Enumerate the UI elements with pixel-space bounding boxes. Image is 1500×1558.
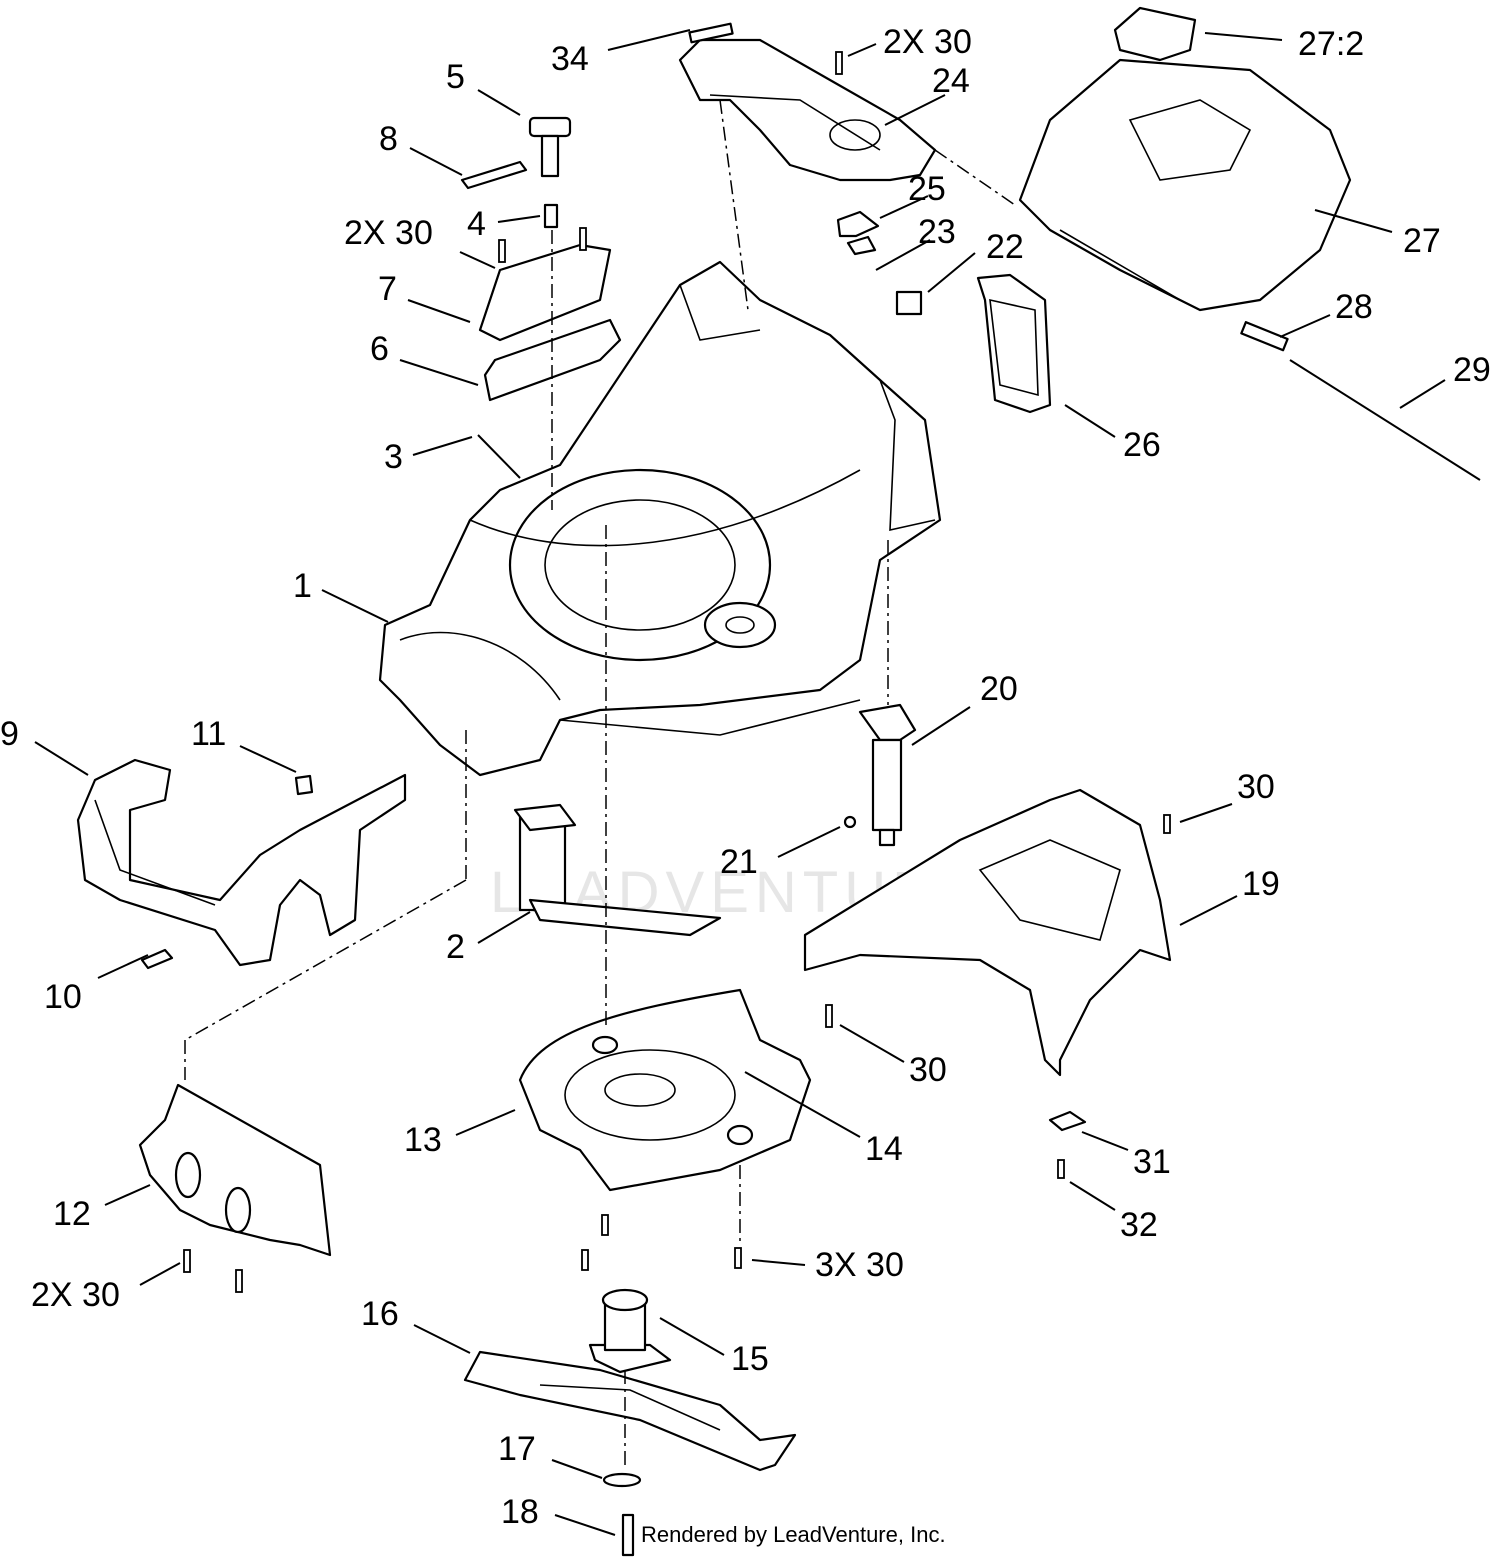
callout-5: 5 xyxy=(446,58,465,96)
callout-16: 16 xyxy=(361,1295,399,1333)
part-10-clip xyxy=(140,948,174,970)
callout-32: 32 xyxy=(1120,1206,1158,1244)
part-9-rear-flap xyxy=(76,758,407,967)
callout-18: 18 xyxy=(501,1493,539,1531)
part-11-clip xyxy=(294,774,314,796)
callout-17: 17 xyxy=(498,1430,536,1468)
part-3-rod xyxy=(477,434,521,479)
part-7-cover xyxy=(478,243,622,402)
callout-27-2: 27:2 xyxy=(1298,25,1364,63)
part-19-rear-deflector xyxy=(803,788,1172,1077)
callout-30-lower: 30 xyxy=(909,1051,947,1089)
part-23-pad xyxy=(846,235,877,256)
callout-25: 25 xyxy=(908,170,946,208)
callout-24: 24 xyxy=(932,62,970,100)
callout-28: 28 xyxy=(1335,288,1373,326)
callout-7: 7 xyxy=(378,270,397,308)
callout-26: 26 xyxy=(1123,426,1161,464)
callout-2: 2 xyxy=(446,928,465,966)
callout-2x30-top: 2X 30 xyxy=(883,23,972,61)
callout-12: 12 xyxy=(53,1195,91,1233)
part-22-plate xyxy=(895,290,923,316)
callout-11: 11 xyxy=(191,715,226,753)
callout-8: 8 xyxy=(379,120,398,158)
part-8-label xyxy=(460,160,528,190)
part-15-blade-adapter xyxy=(588,1288,672,1374)
part-27-bag-cover xyxy=(1018,6,1352,312)
callout-14: 14 xyxy=(865,1130,903,1168)
callout-15: 15 xyxy=(731,1340,769,1378)
part-17-washer xyxy=(602,1472,642,1488)
part-21-ring xyxy=(843,815,857,829)
callout-23: 23 xyxy=(918,213,956,251)
callout-29: 29 xyxy=(1453,351,1491,389)
callout-19: 19 xyxy=(1242,865,1280,903)
part-18-bolt xyxy=(621,1513,635,1557)
callout-27: 27 xyxy=(1403,222,1441,260)
part-29-rod xyxy=(1289,359,1481,481)
callout-1: 1 xyxy=(293,567,312,605)
callout-9: 9 xyxy=(0,715,19,753)
callout-4: 4 xyxy=(467,205,486,243)
part-31-plate xyxy=(1048,1110,1087,1132)
callout-2x30-left: 2X 30 xyxy=(344,214,433,252)
callout-labels: 34 2X 30 27:2 5 24 8 25 4 2X 30 23 22 27… xyxy=(0,23,1491,1531)
part-28-spring xyxy=(1240,321,1289,352)
callout-6: 6 xyxy=(370,330,389,368)
part-5-knob-assembly xyxy=(528,116,572,229)
leader-lines xyxy=(34,29,1446,1536)
callout-13: 13 xyxy=(404,1121,442,1159)
callout-21: 21 xyxy=(720,843,758,881)
part-24-rear-cover xyxy=(678,22,937,182)
part-2-mulch-plug xyxy=(513,803,722,937)
part-16-blade xyxy=(463,1350,797,1472)
assembly-centerlines xyxy=(184,99,1016,1470)
part-1-deck-housing xyxy=(378,260,942,777)
callout-10: 10 xyxy=(44,978,82,1016)
callout-20: 20 xyxy=(980,670,1018,708)
callout-31: 31 xyxy=(1133,1143,1171,1181)
part-25-clip xyxy=(836,210,880,238)
screw-hardware xyxy=(183,51,1171,1293)
callout-3x30: 3X 30 xyxy=(815,1246,904,1284)
part-12-discharge-plug xyxy=(138,1083,332,1257)
part-26-frame xyxy=(976,273,1052,414)
callout-2x30-bottom: 2X 30 xyxy=(31,1276,120,1314)
callout-34: 34 xyxy=(551,40,589,78)
callout-3: 3 xyxy=(384,438,403,476)
part-13-baffle xyxy=(518,988,812,1192)
callout-30-right: 30 xyxy=(1237,768,1275,806)
rendered-by-credit: Rendered by LeadVenture, Inc. xyxy=(641,1522,946,1547)
callout-22: 22 xyxy=(986,228,1024,266)
part-20-height-adjuster xyxy=(858,703,917,847)
